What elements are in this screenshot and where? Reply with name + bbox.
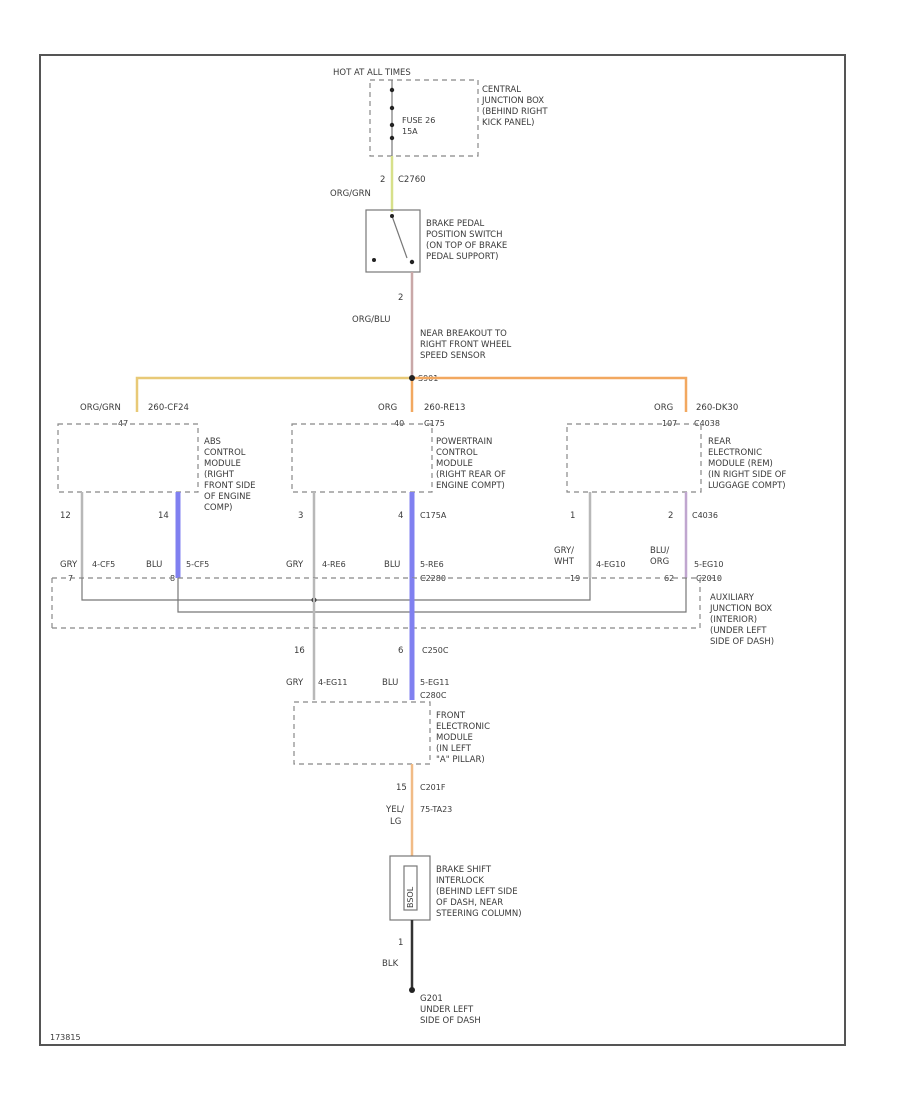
row-gry-2: GRY — [286, 560, 304, 570]
wire-color-lg: LG — [390, 817, 401, 827]
switch-pin: 2 — [398, 293, 403, 303]
fem-pin-15: 15 — [396, 783, 407, 793]
splice-node — [409, 375, 415, 381]
row-pin-62: 62 — [664, 574, 674, 583]
fem-blu: BLU — [382, 678, 398, 688]
pcm-pin-4: 4 — [398, 511, 403, 521]
row-blu-2: BLU — [384, 560, 400, 570]
diagram-frame — [39, 54, 846, 1046]
wire-color-blk: BLK — [382, 959, 399, 969]
rem-circuit: 260-DK30 — [696, 403, 738, 413]
fem-circuit-1: 4-EG11 — [318, 678, 347, 687]
wire-org-grn-branch — [135, 376, 412, 412]
bsi-pin-1: 1 — [398, 938, 403, 948]
switch-contact — [391, 215, 408, 259]
brake-pedal-position-switch — [365, 209, 421, 273]
fem-gry: GRY — [286, 678, 304, 688]
blu-bus — [177, 578, 687, 613]
central-junction-box-label: CENTRAL JUNCTION BOX (BEHIND RIGHT KICK … — [481, 85, 550, 128]
brake-shift-interlock-label: BRAKE SHIFT INTERLOCK (BEHIND LEFT SIDE … — [436, 865, 522, 919]
row-circuit-3: 4-RE6 — [322, 560, 346, 569]
ajb-pin-16: 16 — [294, 646, 305, 656]
pcm-pin-3: 3 — [298, 511, 303, 521]
row-gry-1: GRY — [60, 560, 78, 570]
row-circuit-5: 4-EG10 — [596, 560, 625, 569]
fuse-label: FUSE 26 — [402, 116, 435, 125]
gry-bus — [81, 578, 591, 601]
pcm-label: POWERTRAIN CONTROL MODULE (RIGHT REAR OF… — [436, 437, 509, 491]
abs-wire-color: ORG/GRN — [80, 403, 121, 413]
ajb-connector: C250C — [422, 646, 449, 655]
splice-note: NEAR BREAKOUT TO RIGHT FRONT WHEEL SPEED… — [420, 329, 514, 361]
pcm-circuit: 260-RE13 — [424, 403, 465, 413]
row-blu-3b: ORG — [650, 557, 669, 567]
fuse-rating: 15A — [402, 127, 418, 136]
rem-wire-color: ORG — [654, 403, 673, 413]
rem-connector: C4038 — [694, 419, 720, 428]
row-circuit-4: 5-RE6 — [420, 560, 444, 569]
row-blu-1: BLU — [146, 560, 162, 570]
ajb-pin-6: 6 — [398, 646, 403, 656]
brake-pedal-switch-label: BRAKE PEDAL POSITION SWITCH (ON TOP OF B… — [426, 219, 510, 262]
fem-label: FRONT ELECTRONIC MODULE (IN LEFT "A" PIL… — [436, 711, 493, 765]
diagram-id: 173815 — [50, 1033, 81, 1042]
jb-connector: C2760 — [398, 175, 426, 185]
rem-pin-2: 2 — [668, 511, 673, 521]
rem-label: REAR ELECTRONIC MODULE (REM) (IN RIGHT S… — [708, 437, 789, 491]
fem-connector: C280C — [420, 691, 447, 700]
abs-pin-12: 12 — [60, 511, 71, 521]
fuse-terminal — [389, 87, 395, 93]
fem-connector-2: C201F — [420, 783, 446, 792]
pcm-wire-color: ORG — [378, 403, 397, 413]
hot-at-all-times-label: HOT AT ALL TIMES — [333, 68, 411, 78]
jb-pin: 2 — [380, 175, 385, 185]
bsi-solenoid-label: BSOL — [406, 886, 415, 908]
auxiliary-junction-box-label: AUXILIARY JUNCTION BOX (INTERIOR) (UNDER… — [709, 593, 775, 647]
row-circuit-6: 5-EG10 — [694, 560, 723, 569]
abs-module-label: ABS CONTROL MODULE (RIGHT FRONT SIDE OF … — [204, 437, 258, 513]
rem-connector-b: C4036 — [692, 511, 718, 520]
abs-control-module — [57, 423, 199, 493]
brake-shift-interlock — [389, 855, 431, 921]
row-gry-3b: WHT — [554, 557, 575, 567]
pcm-pin: 40 — [394, 419, 404, 428]
wire-color-org-grn: ORG/GRN — [330, 189, 371, 199]
rear-electronic-module — [566, 423, 702, 493]
row-gry-3: GRY/ — [554, 546, 574, 556]
ground-label: G201 UNDER LEFT SIDE OF DASH — [420, 994, 481, 1026]
bsi-solenoid — [403, 865, 418, 911]
row-circuit-1: 4-CF5 — [92, 560, 115, 569]
wire-color-org-blu: ORG/BLU — [352, 315, 390, 325]
row-circuit-2: 5-CF5 — [186, 560, 209, 569]
wire-org-branch-right — [412, 376, 688, 412]
ground-node — [409, 987, 415, 993]
powertrain-control-module — [291, 423, 433, 493]
wire-color-yel: YEL/ — [385, 805, 404, 815]
fem-circuit-2: 5-EG11 — [420, 678, 449, 687]
pcm-connector-a: C175A — [420, 511, 447, 520]
row-connector-c2010: C2010 — [696, 574, 722, 583]
row-blu-3: BLU/ — [650, 546, 669, 556]
fem-circuit: 75-TA23 — [420, 805, 452, 814]
rem-pin-1: 1 — [570, 511, 575, 521]
abs-circuit: 260-CF24 — [148, 403, 189, 413]
pcm-connector: C175 — [424, 419, 445, 428]
abs-pin-14: 14 — [158, 511, 169, 521]
central-junction-box — [369, 79, 479, 157]
front-electronic-module — [293, 701, 431, 765]
